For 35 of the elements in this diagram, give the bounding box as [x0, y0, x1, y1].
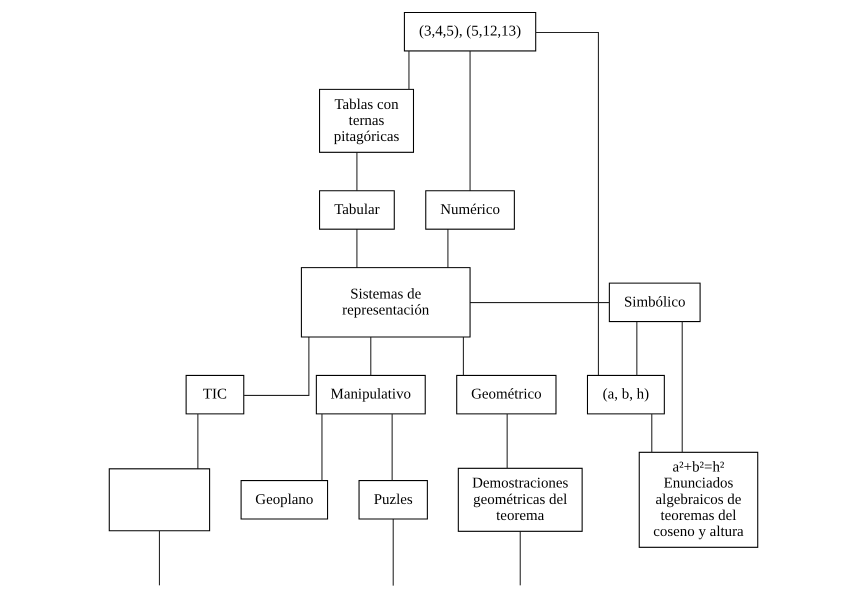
node-box: Geoplano [240, 480, 328, 520]
node-box: Geométrico [456, 374, 557, 414]
connector [197, 414, 198, 469]
connector [321, 414, 322, 480]
connector [392, 519, 394, 586]
node-box: Tabular [319, 190, 395, 230]
node-box: (3,4,5), (5,12,13) [404, 12, 536, 52]
node-box: Simbólico [608, 282, 701, 322]
connector [682, 322, 683, 452]
connector [356, 230, 358, 268]
node-box: a²+b²=h² Enunciados algebraicos de teoremas del coseno y altura [638, 452, 758, 548]
node-box [108, 468, 210, 532]
connector [470, 51, 471, 191]
node-box: Manipulativo [316, 374, 426, 414]
node-box: Numérico [425, 190, 515, 230]
connector [158, 530, 160, 586]
node-box: Puzles [358, 480, 428, 520]
node-box: (a, b, h) [586, 374, 665, 414]
connector [244, 338, 310, 396]
connector [392, 414, 393, 480]
connector [651, 414, 652, 452]
connector [408, 51, 410, 90]
connector [470, 302, 610, 304]
node-box: Demostraciones geométricas del teorema [458, 468, 583, 532]
connector [370, 337, 372, 376]
node-box: Tablas con ternas pitagóricas [319, 88, 414, 153]
node-box: Sistemas de representación [300, 267, 471, 338]
node-box: TIC [186, 374, 244, 414]
connector [520, 531, 521, 586]
connector [506, 414, 508, 468]
connector [536, 32, 599, 376]
connector [356, 152, 358, 190]
connector [636, 322, 638, 376]
connector [462, 337, 464, 376]
connector [447, 230, 448, 268]
